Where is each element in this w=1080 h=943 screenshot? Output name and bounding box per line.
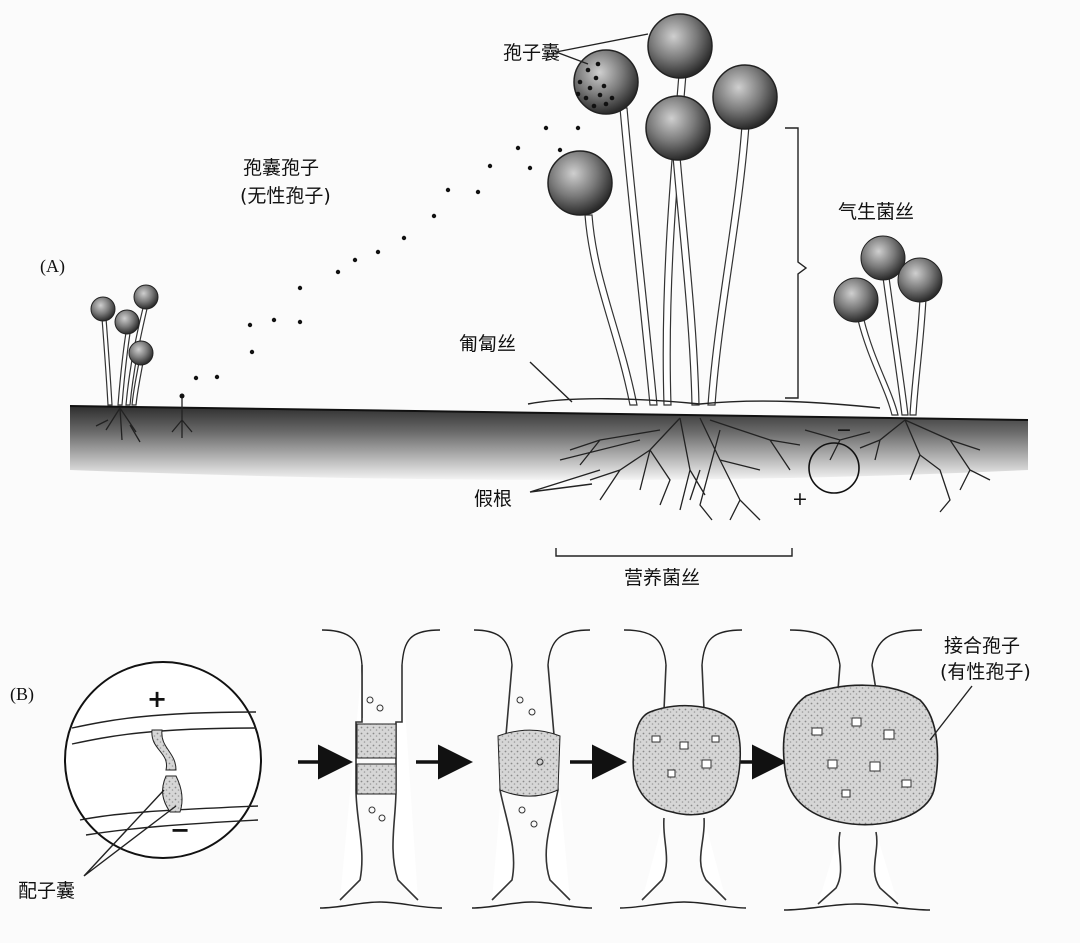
zygospore-note: (有性孢子)	[940, 661, 1031, 683]
sporangium	[573, 49, 639, 115]
gametangium-plus	[151, 729, 177, 771]
sporangium	[645, 95, 711, 161]
vegetative-hyphae-bracket	[555, 548, 793, 557]
stage-2	[471, 629, 593, 909]
progametangium-minus	[356, 763, 397, 795]
sporangium-small	[90, 296, 116, 322]
panel-b: (B) + − 配子囊	[10, 629, 1031, 911]
stage-3	[619, 629, 747, 909]
sporangium-small	[133, 284, 159, 310]
sporangium	[647, 13, 713, 79]
rhizoid-label: 假根	[474, 488, 512, 510]
mature-zygospore	[782, 684, 939, 826]
gametangium-label: 配子囊	[18, 880, 75, 902]
magnified-view: + −	[64, 661, 262, 859]
vegetative-hyphae-label: 营养菌丝	[624, 567, 700, 589]
dispersed-spores	[193, 125, 581, 381]
minus-sign-b: −	[170, 816, 190, 844]
zygospore-label: 接合孢子	[944, 635, 1020, 657]
sporangium	[897, 257, 943, 303]
plus-sign-b: +	[147, 685, 167, 713]
small-colony	[90, 284, 193, 443]
right-colony	[804, 235, 991, 513]
young-zygospore	[632, 704, 742, 816]
panel-a: (A)	[40, 13, 1029, 589]
panel-b-label: (B)	[10, 684, 34, 705]
gametangia-highlight-circle	[808, 442, 860, 494]
sporangium-small	[114, 309, 140, 335]
substrate-surface	[69, 405, 1029, 421]
central-colony	[527, 13, 881, 521]
stage-4	[782, 629, 939, 911]
substrate	[70, 406, 1028, 480]
sporangiospore-label: 孢囊孢子	[243, 157, 319, 179]
sporangium	[860, 235, 906, 281]
gametangium-minus	[162, 775, 183, 813]
stolon	[527, 398, 881, 409]
sporangium	[833, 277, 879, 323]
aerial-hyphae-bracket	[785, 127, 808, 399]
progametangium-plus	[356, 723, 397, 759]
panel-a-label: (A)	[40, 256, 65, 277]
sporangium-label: 孢子囊	[503, 42, 560, 64]
sporangiospore-note: (无性孢子)	[240, 185, 331, 207]
minus-sign-a: −	[836, 419, 852, 441]
aerial-hyphae-label: 气生菌丝	[838, 201, 914, 223]
stage-1	[319, 629, 443, 909]
sporangium	[712, 64, 778, 130]
sporangium	[547, 150, 613, 216]
plus-sign-a: +	[792, 488, 808, 510]
stolon-label: 匍匐丝	[459, 333, 516, 355]
sporangium-small	[128, 340, 154, 366]
rhizoid-cluster	[559, 417, 801, 521]
fused-gametangia	[497, 729, 561, 797]
